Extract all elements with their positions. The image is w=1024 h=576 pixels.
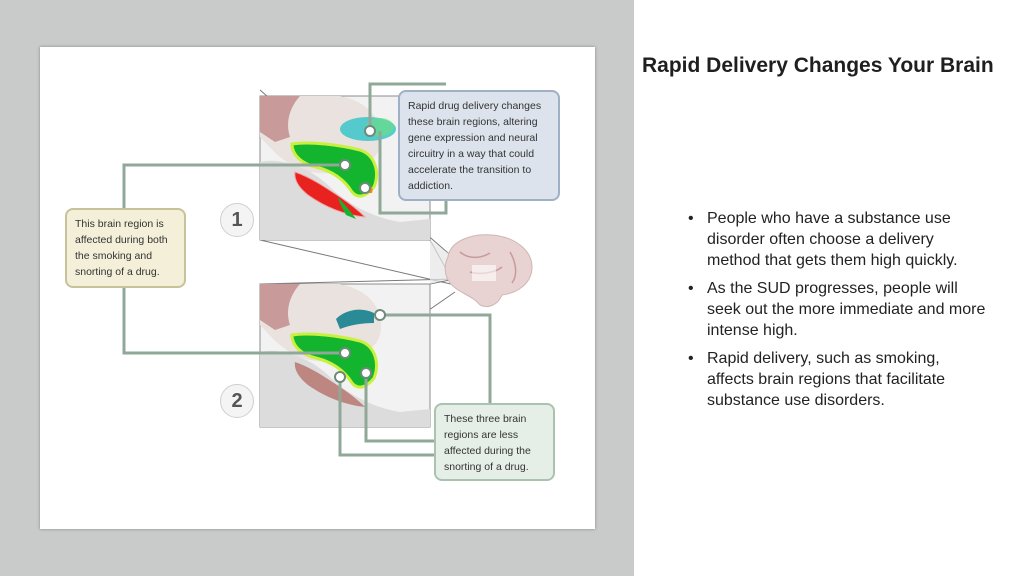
callout-smoking-snorting: This brain region is affected during bot… bbox=[65, 208, 186, 288]
bullet-marker: • bbox=[688, 210, 694, 227]
step-one-badge: 1 bbox=[220, 203, 254, 237]
bullet-item: • As the SUD progresses, people will see… bbox=[688, 278, 988, 341]
callout-rapid-delivery: Rapid drug delivery changes these brain … bbox=[398, 90, 560, 201]
bullet-marker: • bbox=[688, 350, 694, 367]
panel-two bbox=[259, 283, 431, 428]
figure-panel: Rapid drug delivery changes these brain … bbox=[0, 0, 634, 576]
bullet-text: People who have a substance use disorder… bbox=[707, 210, 958, 269]
bullet-list: • People who have a substance use disord… bbox=[688, 208, 988, 418]
figure-card: Rapid drug delivery changes these brain … bbox=[40, 47, 595, 529]
slide-title: Rapid Delivery Changes Your Brain bbox=[642, 54, 994, 77]
bullet-marker: • bbox=[688, 280, 694, 297]
whole-brain-icon bbox=[444, 234, 533, 308]
bullet-text: As the SUD progresses, people will seek … bbox=[707, 280, 986, 339]
step-two-badge: 2 bbox=[220, 384, 254, 418]
callout-less-affected: These three brain regions are less affec… bbox=[434, 403, 555, 481]
connector-markers bbox=[334, 125, 386, 383]
bullet-item: • Rapid delivery, such as smoking, affec… bbox=[688, 348, 988, 411]
bullet-item: • People who have a substance use disord… bbox=[688, 208, 988, 271]
bullet-text: Rapid delivery, such as smoking, affects… bbox=[707, 350, 946, 409]
brain-diagram bbox=[122, 82, 533, 457]
connector-lines bbox=[122, 82, 492, 457]
